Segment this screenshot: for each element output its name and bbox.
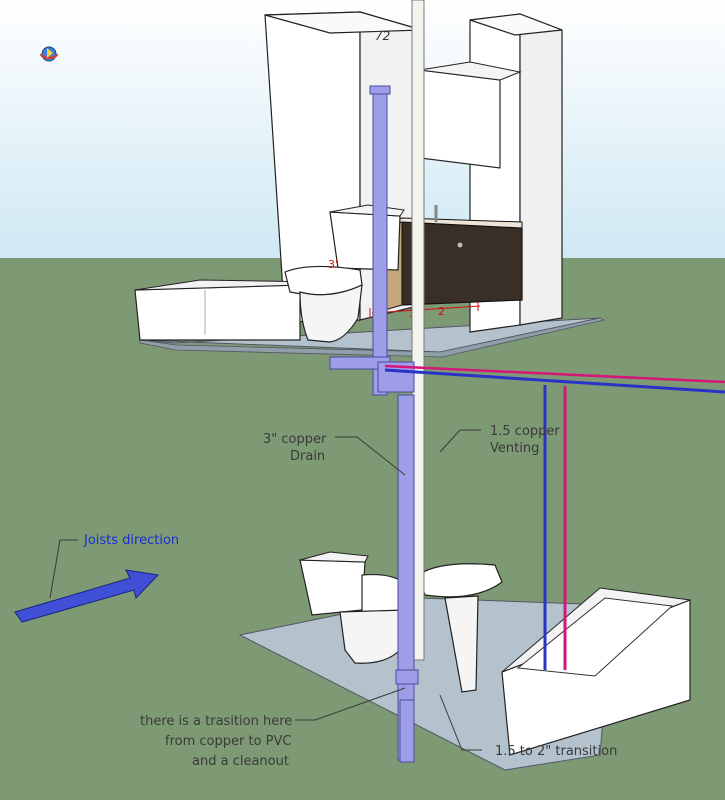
dimension-b-label: 2 — [438, 305, 445, 318]
orbit-icon[interactable] — [39, 46, 59, 62]
dimension-top-label: 72 — [375, 29, 390, 43]
drain-label-line2: Drain — [290, 449, 325, 464]
transition-label-line2: from copper to PVC — [165, 734, 291, 749]
joists-label: Joists direction — [83, 533, 179, 548]
joists-arrow — [14, 569, 160, 623]
dimension-side-label: 3' — [328, 258, 338, 271]
lower-bathtub — [501, 587, 691, 756]
leader-lines — [49, 429, 482, 751]
vent-pipe — [411, 0, 425, 661]
lower-sink — [417, 563, 503, 693]
vent-label-line1: 1.5 copper — [490, 424, 560, 439]
drain-stack — [372, 89, 388, 396]
supply-lines — [384, 364, 725, 670]
small-transition-label: 1.5 to 2" transition — [495, 744, 617, 759]
upper-bathtub — [134, 279, 321, 341]
drain-label-line1: 3" copper — [263, 432, 327, 447]
vent-label-line2: Venting — [490, 441, 539, 456]
transition-label-line3: and a cleanout — [192, 754, 289, 769]
transition-label-line1: there is a trasition here — [140, 714, 292, 729]
